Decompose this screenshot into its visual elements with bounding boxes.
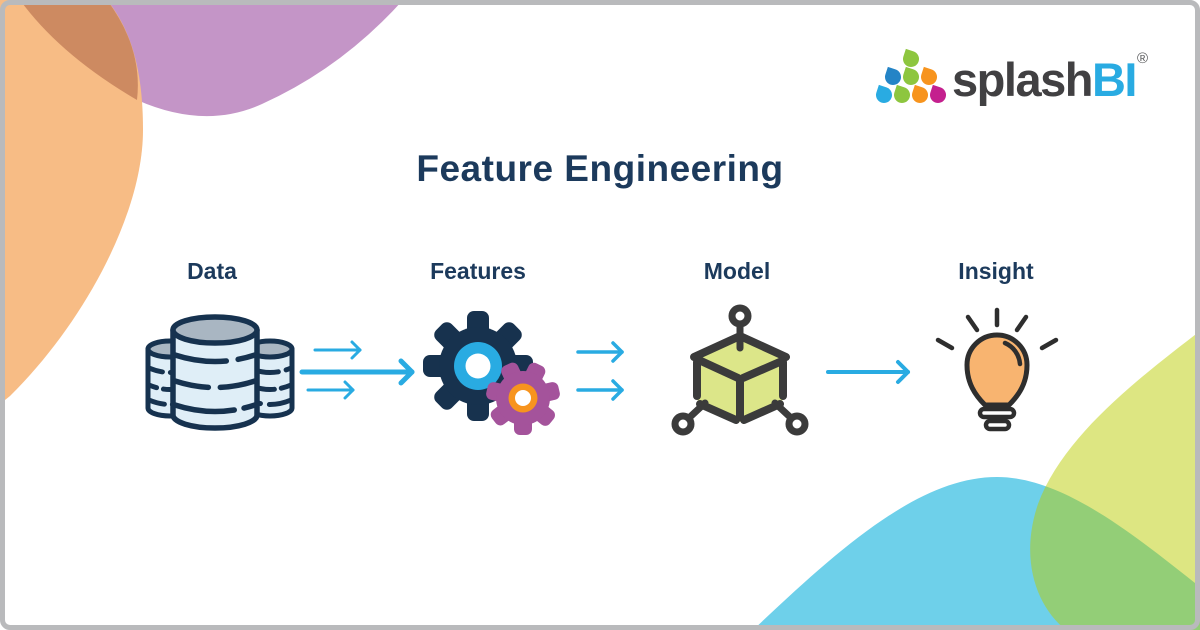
arrow-icon (313, 340, 362, 360)
step-label-features: Features (430, 258, 526, 284)
step-label-model: Model (703, 258, 771, 284)
blob-overlap-orange-purple (20, 0, 138, 100)
arrow-model-to-insight (826, 360, 910, 384)
gear-small (486, 362, 560, 435)
arrows-features-to-model (576, 341, 624, 401)
step-label-data: Data (187, 258, 237, 284)
page-title: Feature Engineering (416, 148, 784, 189)
arrows-data-to-features (299, 340, 415, 400)
droplet-icon (891, 84, 913, 106)
droplet-icon (882, 66, 904, 88)
splashbi-logo-mark (873, 48, 949, 106)
droplet-icon (909, 84, 931, 106)
blob-blue-bottom-right (753, 477, 1200, 630)
droplet-icon (918, 66, 940, 88)
droplet-row (873, 84, 949, 106)
logo-wordmark: splashBI (952, 53, 1138, 106)
droplet-row (900, 48, 922, 70)
logo-text-bi: BI (1091, 53, 1138, 106)
registered-trademark-symbol: ® (1136, 50, 1148, 67)
cube-network-icon (671, 304, 809, 436)
droplet-icon (900, 48, 922, 70)
droplet-icon (873, 84, 895, 106)
database-icon (145, 314, 295, 431)
step-label-insight: Insight (958, 258, 1034, 284)
arrow-icon (826, 360, 910, 384)
gears-icon (423, 311, 560, 435)
splashbi-logo: splashBI ® (873, 48, 1148, 106)
arrow-icon (299, 358, 415, 386)
droplet-icon (927, 84, 949, 106)
blob-orange-top-left (0, 0, 143, 404)
arrow-icon (306, 380, 355, 400)
droplet-row (882, 66, 940, 88)
arrow-icon (576, 379, 624, 401)
blob-green-bottom-right (1030, 331, 1200, 630)
logo-text-splash: splash (952, 53, 1093, 106)
bulb-rays (935, 307, 1059, 351)
lightbulb-icon (935, 307, 1059, 432)
droplet-icon (900, 66, 922, 88)
arrow-icon (576, 341, 624, 363)
